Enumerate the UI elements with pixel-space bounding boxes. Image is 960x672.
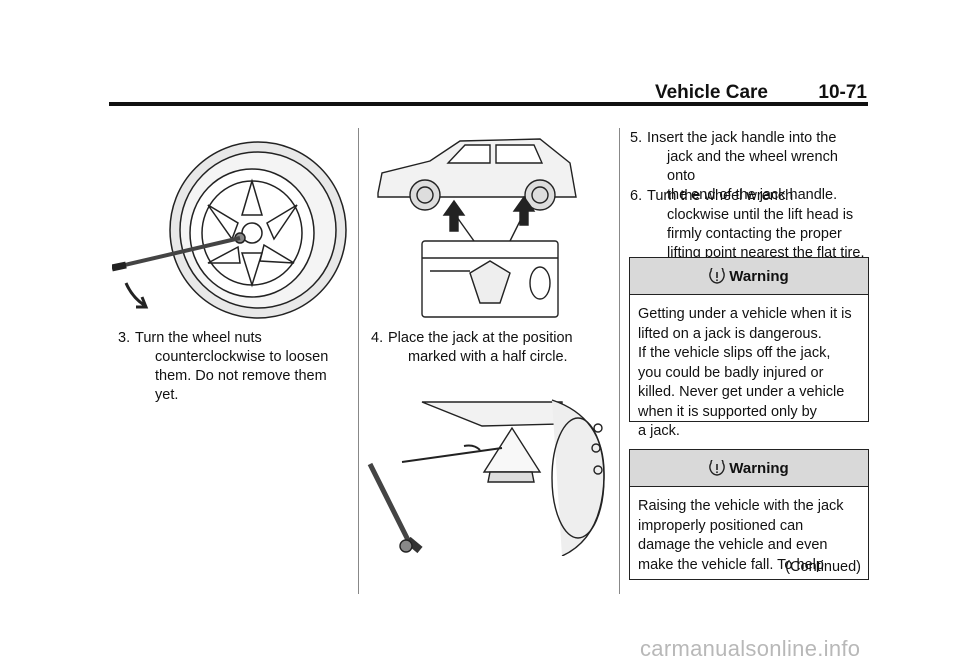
step-number: 6. (630, 188, 643, 204)
step-line: Turn the wheel nuts (135, 330, 262, 346)
step-number: 5. (630, 130, 643, 146)
step-line: counterclockwise to loosen (155, 349, 329, 365)
warning-line: you could be badly injured or (638, 364, 824, 381)
car-jack-points-illustration (377, 138, 577, 318)
watermark: carmanualsonline.info (640, 636, 861, 661)
warning-header: Warning (630, 258, 868, 295)
tire-wrench-illustration (112, 141, 347, 319)
warning-body: Getting under a vehicle when it is lifte… (630, 295, 868, 442)
warning-icon (709, 268, 726, 284)
continued-label: (Continued) (785, 559, 861, 575)
step-line: Insert the jack handle into the (647, 130, 837, 146)
step-line: jack and the wheel wrench onto (667, 149, 838, 184)
step-line: Turn the wheel wrench (647, 188, 794, 204)
column-divider-left (358, 128, 359, 594)
warning-header: Warning (630, 450, 868, 487)
section-title: Vehicle Care (654, 82, 768, 103)
step-line: them. Do not remove them yet. (155, 368, 327, 403)
warning-box-2: Warning Raising the vehicle with the jac… (629, 449, 869, 580)
warning-icon (709, 460, 726, 476)
warning-title: Warning (729, 267, 789, 285)
page-header: Vehicle Care 10-71 (0, 82, 870, 104)
warning-line: a jack. (638, 423, 680, 439)
warning-line: Getting under a vehicle when it is (638, 306, 852, 322)
page-number: 10-71 (818, 82, 867, 103)
step-number: 4. (371, 330, 384, 346)
column-divider-right (619, 128, 620, 594)
warning-line: improperly positioned can (638, 517, 804, 534)
warning-line: when it is supported only by (638, 403, 817, 420)
warning-line: lifted on a jack is dangerous. (638, 325, 822, 342)
warning-box-1: Warning Getting under a vehicle when it … (629, 257, 869, 439)
step-line: marked with a half circle. (408, 349, 568, 365)
warning-line: Raising the vehicle with the jack (638, 498, 844, 514)
step-line: clockwise until the lift head is (667, 207, 854, 223)
warning-line: If the vehicle slips off the jack, (638, 345, 831, 361)
warning-body: Raising the vehicle with the jack improp… (630, 487, 868, 575)
step-line: Place the jack at the position (388, 330, 573, 346)
warning-line: make the vehicle fall. To help (638, 556, 824, 573)
step-line: firmly contacting the proper (667, 226, 842, 242)
step-line: the end of the jack handle. (667, 187, 838, 203)
jack-handle-wrench-illustration (367, 399, 605, 556)
warning-line: damage the vehicle and even (638, 537, 828, 553)
warning-title: Warning (729, 459, 789, 477)
step-number: 3. (118, 330, 131, 346)
header-rule (109, 102, 868, 106)
warning-line: killed. Never get under a vehicle (638, 384, 845, 400)
